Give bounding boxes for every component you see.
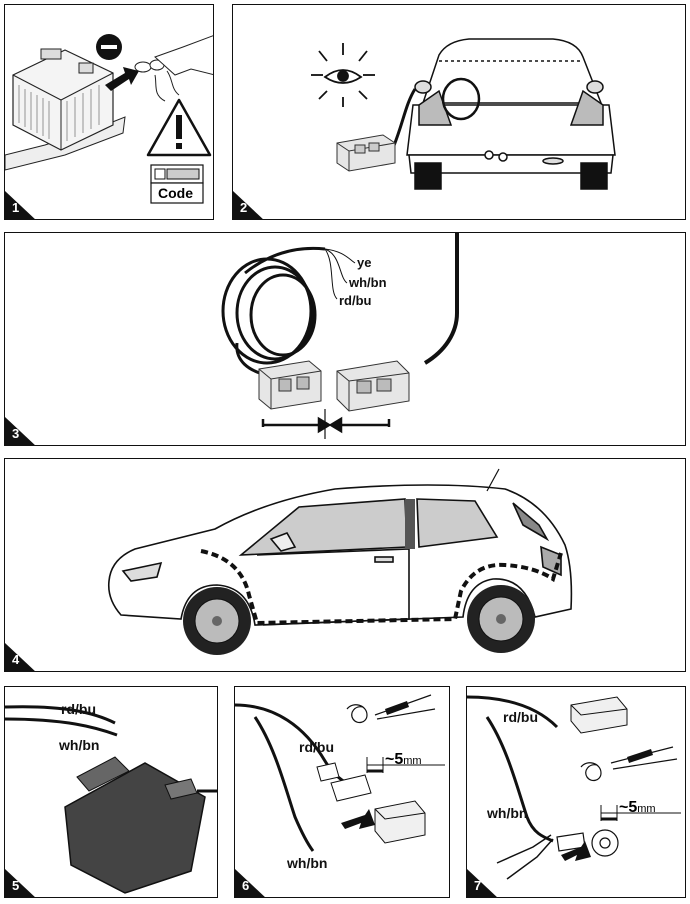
wheel-icon xyxy=(183,587,251,655)
connector-box-illustration xyxy=(5,705,217,897)
wire-label-rd-bu: rd/bu xyxy=(339,293,372,308)
rear-car-illustration xyxy=(233,38,616,219)
wire-label-ye: ye xyxy=(357,255,372,270)
step-6-panel: rd/bu wh/bn ~5mm 6 xyxy=(234,686,450,898)
warning-icon xyxy=(146,98,212,157)
step-number: 6 xyxy=(242,878,250,893)
wire-label-rd-bu: rd/bu xyxy=(299,739,334,755)
connector-icon xyxy=(336,134,396,172)
ring-terminal-illustration xyxy=(467,695,681,897)
step-number: 3 xyxy=(12,426,20,441)
car-side-cable-route-illustration xyxy=(5,468,573,671)
wire-label-wh-bn: wh/bn xyxy=(349,275,387,290)
step-number: 7 xyxy=(474,878,482,893)
step-3-panel: ye wh/bn rd/bu 3 xyxy=(4,232,686,446)
wheel-icon xyxy=(467,585,535,653)
wire-label-wh-bn: wh/bn xyxy=(59,737,100,753)
step-4-panel: 4 xyxy=(4,458,686,672)
wire-label-wh-bn: wh/bn xyxy=(287,855,328,871)
step-2-panel: 2 xyxy=(232,4,686,220)
wire-label-rd-bu: rd/bu xyxy=(61,701,96,717)
arrow-icon xyxy=(105,67,139,91)
battery-disconnect-illustration xyxy=(5,34,213,219)
step-number: 5 xyxy=(12,878,20,893)
crimp-terminal-illustration xyxy=(235,694,445,897)
step-7-panel: rd/bu wh/bn ~5mm 7 xyxy=(466,686,686,898)
wire-label-wh-bn: wh/bn xyxy=(487,805,528,821)
strip-length-label: ~5mm xyxy=(385,751,422,768)
step-5-panel: rd/bu wh/bn 5 xyxy=(4,686,218,898)
step-number: 1 xyxy=(12,200,20,215)
eye-icon xyxy=(311,43,375,107)
wiring-harness-illustration xyxy=(5,233,459,445)
code-label: Code xyxy=(158,185,193,201)
step-number: 2 xyxy=(240,200,248,215)
battery-icon xyxy=(12,48,114,151)
step-1-panel: Code 1 xyxy=(4,4,214,220)
step-number: 4 xyxy=(12,652,20,667)
wire-label-rd-bu: rd/bu xyxy=(503,709,538,725)
strip-length-label: ~5mm xyxy=(619,799,656,816)
